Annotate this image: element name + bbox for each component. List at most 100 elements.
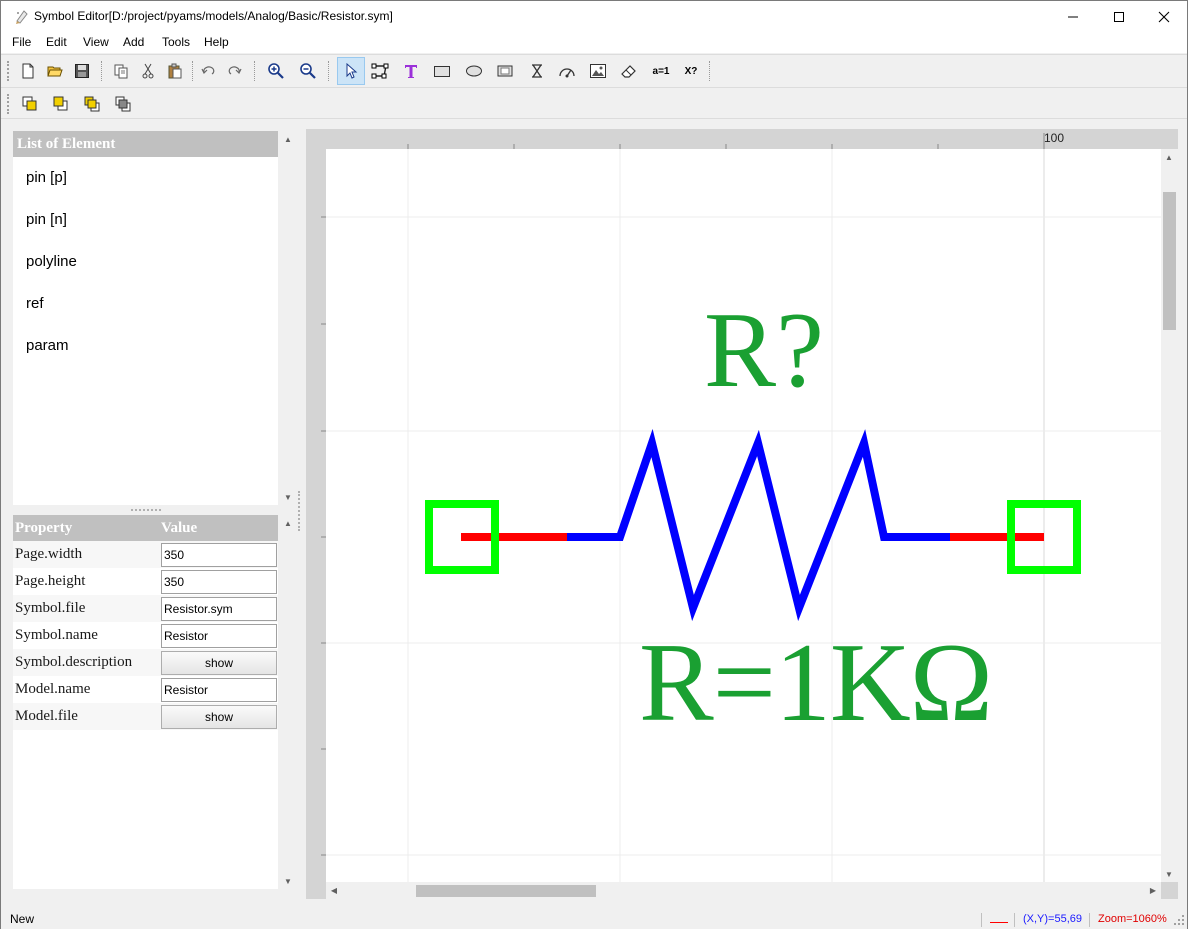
bring-to-front-button[interactable]	[18, 92, 42, 116]
property-value-field[interactable]: 350	[161, 570, 277, 594]
reference-button[interactable]: X?	[679, 59, 703, 83]
send-backward-button[interactable]	[111, 92, 135, 116]
property-name: Symbol.description	[15, 654, 133, 670]
minimize-button[interactable]	[1050, 1, 1096, 32]
arc-tool-button[interactable]	[493, 59, 517, 83]
image-icon	[590, 64, 606, 78]
rectangle-tool-button[interactable]	[430, 59, 454, 83]
pin-n-marker[interactable]	[1007, 500, 1081, 574]
scroll-left-arrow[interactable]: ◀	[330, 885, 338, 895]
menu-file[interactable]: File	[12, 35, 32, 49]
element-item-ref[interactable]: ref	[26, 295, 44, 312]
vertical-splitter[interactable]	[298, 491, 302, 531]
gauge-tool-button[interactable]	[555, 59, 579, 83]
assign-label: a=1	[652, 65, 670, 77]
pin-tool-button[interactable]	[525, 59, 549, 83]
menu-view[interactable]: View	[83, 35, 109, 49]
menu-edit[interactable]: Edit	[46, 35, 67, 49]
eraser-tool-button[interactable]	[617, 59, 641, 83]
pin-p-marker[interactable]	[425, 500, 499, 574]
property-show-button[interactable]: show	[161, 705, 277, 729]
property-name: Page.width	[15, 546, 83, 562]
element-list-scrollbar[interactable]: ▲ ▼	[280, 131, 296, 505]
hourglass-icon	[532, 64, 542, 78]
rectangle-icon	[434, 66, 450, 77]
property-value-field[interactable]: Resistor	[161, 624, 277, 648]
resize-grip[interactable]	[1173, 914, 1185, 926]
resistor-polyline[interactable]	[567, 428, 950, 622]
value-column-header: Value	[161, 520, 198, 536]
save-button[interactable]	[70, 59, 94, 83]
cursor-icon	[346, 63, 358, 79]
menu-tools[interactable]: Tools	[162, 35, 191, 49]
new-file-button[interactable]	[16, 59, 40, 83]
open-file-button[interactable]	[43, 59, 67, 83]
arrange-toolbar	[1, 87, 1187, 119]
bring-forward-icon	[84, 96, 100, 112]
image-tool-button[interactable]	[586, 59, 610, 83]
copy-button[interactable]	[109, 59, 133, 83]
menu-help[interactable]: Help	[204, 35, 229, 49]
paste-button[interactable]	[163, 59, 187, 83]
scroll-down-arrow[interactable]: ▼	[284, 876, 292, 886]
redo-icon	[228, 66, 242, 75]
element-item-pin-n[interactable]: pin [n]	[26, 211, 67, 228]
bring-forward-button[interactable]	[80, 92, 104, 116]
ref-text[interactable]: R?	[704, 291, 824, 410]
scroll-up-arrow[interactable]: ▲	[284, 134, 292, 144]
zoom-out-icon	[300, 63, 316, 79]
eraser-icon	[621, 65, 636, 78]
zoom-in-button[interactable]	[264, 59, 288, 83]
hscroll-thumb[interactable]	[416, 885, 596, 897]
property-value-field[interactable]: 350	[161, 543, 277, 567]
property-value-field[interactable]: Resistor.sym	[161, 597, 277, 621]
redo-button[interactable]	[223, 59, 247, 83]
vscroll-thumb[interactable]	[1163, 192, 1176, 330]
send-to-back-button[interactable]	[49, 92, 73, 116]
scroll-down-arrow[interactable]: ▼	[284, 492, 292, 502]
gauge-icon	[559, 68, 575, 78]
scroll-down-arrow[interactable]: ▼	[1165, 869, 1173, 879]
polyline-tool-button[interactable]	[368, 59, 392, 83]
element-item-polyline[interactable]: polyline	[26, 253, 77, 270]
cursor-coordinates: (X,Y)=55,69	[1023, 913, 1083, 925]
property-column-header: Property	[15, 520, 73, 536]
reference-label: X?	[684, 65, 698, 77]
send-backward-icon	[115, 96, 131, 112]
element-item-param[interactable]: param	[26, 337, 69, 354]
property-value-field[interactable]: Resistor	[161, 678, 277, 702]
scroll-right-arrow[interactable]: ▶	[1149, 885, 1157, 895]
toolbar-grip	[7, 61, 10, 81]
param-text[interactable]: R=1KΩ	[639, 627, 993, 739]
scroll-up-arrow[interactable]: ▲	[1165, 152, 1173, 162]
panel-splitter[interactable]	[13, 506, 278, 514]
scroll-up-arrow[interactable]: ▲	[284, 518, 292, 528]
select-tool-button[interactable]	[337, 57, 365, 85]
canvas-vscrollbar[interactable]: ▲ ▼	[1161, 149, 1178, 882]
text-tool-button[interactable]	[399, 59, 423, 83]
zoom-out-button[interactable]	[296, 59, 320, 83]
ellipse-tool-button[interactable]	[462, 59, 486, 83]
maximize-button[interactable]	[1096, 1, 1142, 32]
property-show-button[interactable]: show	[161, 651, 277, 675]
status-message: New	[10, 912, 35, 926]
close-button[interactable]	[1141, 1, 1187, 32]
canvas-hscrollbar[interactable]: ◀ ▶	[326, 882, 1161, 899]
line-color-indicator	[990, 922, 1008, 923]
property-name: Model.file	[15, 708, 78, 724]
drawing-canvas[interactable]: R? R=1KΩ	[326, 149, 1161, 882]
element-item-pin-p[interactable]: pin [p]	[26, 169, 67, 186]
zoom-in-icon	[268, 63, 284, 79]
menu-add[interactable]: Add	[123, 35, 145, 49]
cut-button[interactable]	[136, 59, 160, 83]
copy-icon	[114, 64, 128, 79]
bring-front-icon	[22, 96, 37, 111]
window-title: Symbol Editor[D:/project/pyams/models/An…	[34, 9, 393, 23]
assign-param-button[interactable]: a=1	[648, 59, 674, 83]
property-scrollbar[interactable]: ▲ ▼	[280, 515, 296, 889]
undo-button[interactable]	[196, 59, 220, 83]
